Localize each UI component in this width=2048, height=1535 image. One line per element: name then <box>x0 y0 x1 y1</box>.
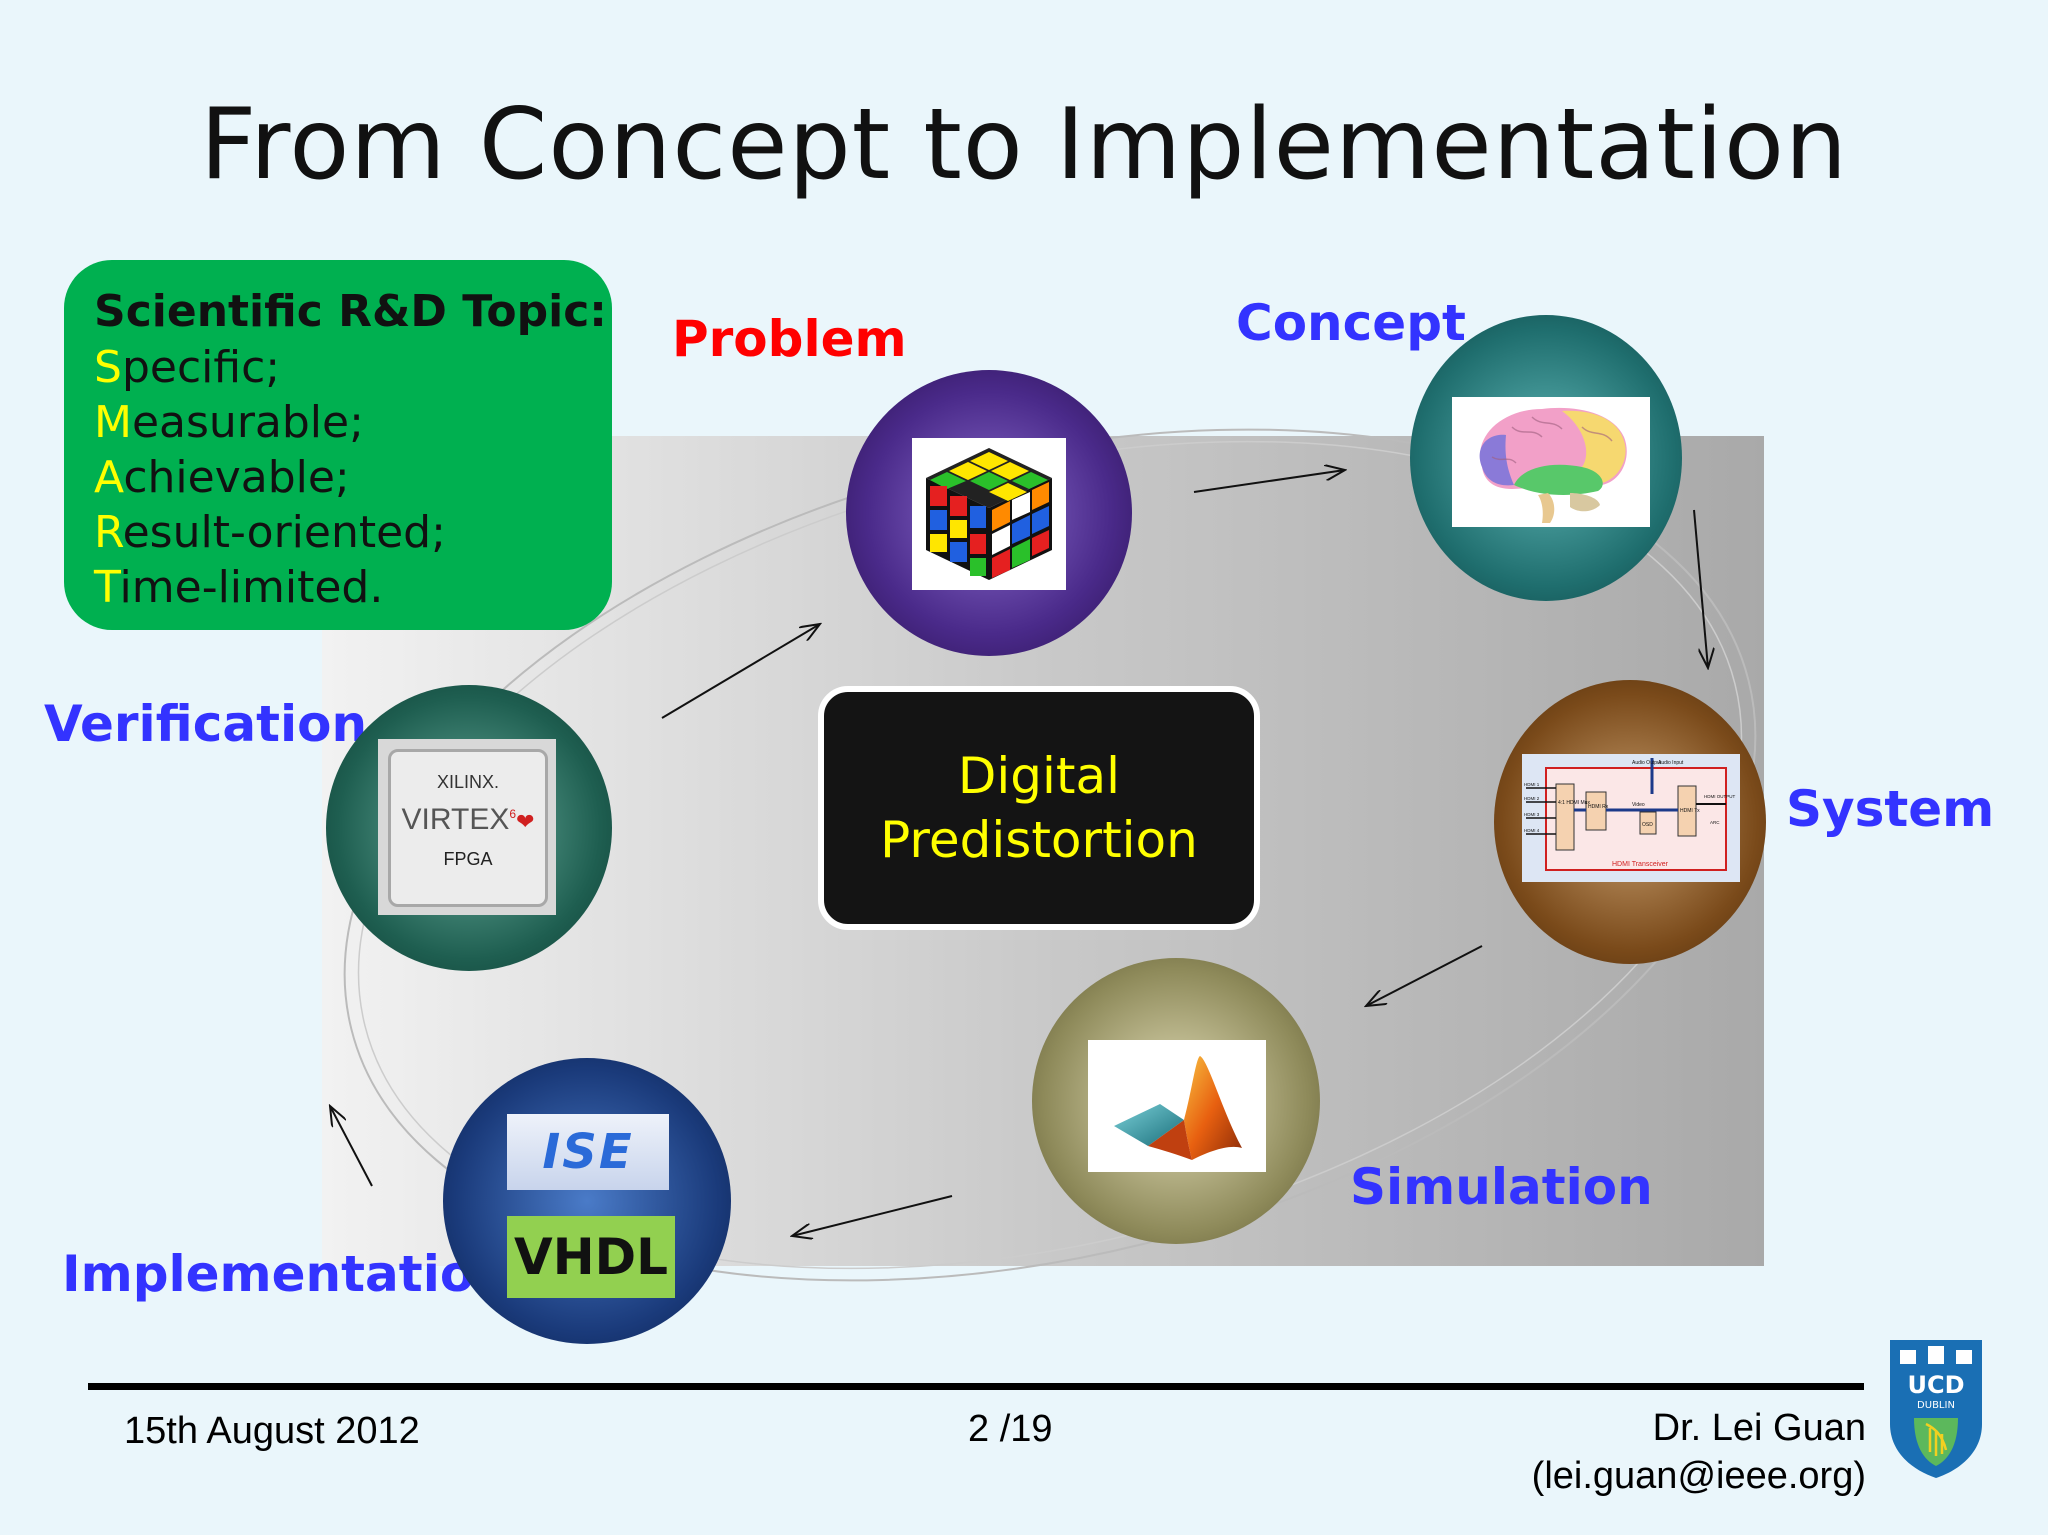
stage-label-verification: Verification <box>44 695 368 753</box>
stage-label-simulation: Simulation <box>1350 1158 1653 1216</box>
svg-text:Audio Input: Audio Input <box>1658 760 1684 766</box>
ucd-dublin-logo: UCD DUBLIN <box>1886 1338 1986 1480</box>
smart-item-time-limited: Time-limited. <box>94 562 384 613</box>
svg-text:HDMI OUTPUT: HDMI OUTPUT <box>1704 794 1735 799</box>
svg-text:OSD: OSD <box>1642 822 1653 828</box>
stage-circle-concept <box>1410 315 1682 601</box>
svg-text:UCD: UCD <box>1907 1371 1964 1399</box>
svg-text:HDMI 2: HDMI 2 <box>1524 796 1540 801</box>
author-name: Dr. Lei Guan <box>1652 1407 1866 1449</box>
smart-item-achievable: Achievable; <box>94 452 350 503</box>
arrow-system-to-simulation <box>1366 945 1483 1006</box>
stage-label-system: System <box>1786 780 1995 838</box>
center-line-2: Predistortion <box>880 811 1198 869</box>
stage-label-problem: Problem <box>672 310 907 368</box>
svg-text:HDMI 3: HDMI 3 <box>1524 812 1540 817</box>
arrow-verification-to-problem <box>661 624 820 719</box>
stage-label-implementation: Implementation <box>62 1245 510 1303</box>
brain-image <box>1452 397 1650 527</box>
stage-circle-verification: XILINX. VIRTEX6❤ FPGA <box>326 685 612 971</box>
svg-text:HDMI 1: HDMI 1 <box>1524 782 1540 787</box>
svg-text:HDMI Rx: HDMI Rx <box>1588 804 1609 810</box>
svg-text:HDMI 4: HDMI 4 <box>1524 828 1540 833</box>
digital-predistortion-box: Digital Predistortion <box>818 686 1260 930</box>
stage-circle-simulation <box>1032 958 1320 1244</box>
hdmi-transceiver-diagram: HDMI Transceiver 4:1 HDMI Mux HDMI Rx HD… <box>1522 754 1740 882</box>
vhdl-badge: VHDL <box>507 1216 675 1298</box>
rubiks-cube-image <box>912 438 1066 590</box>
slide-title: From Concept to Implementation <box>199 88 1849 202</box>
matlab-logo-image <box>1088 1040 1266 1172</box>
footer-divider <box>88 1383 1864 1390</box>
arrow-implementation-to-verification <box>330 1106 373 1187</box>
svg-text:Audio Output: Audio Output <box>1632 760 1662 766</box>
arrow-problem-to-concept <box>1193 470 1345 493</box>
svg-text:4:1 HDMI Mux: 4:1 HDMI Mux <box>1558 800 1590 806</box>
smart-heading: Scientific R&D Topic: <box>94 286 607 337</box>
stage-label-concept: Concept <box>1236 294 1466 352</box>
stage-circle-problem <box>846 370 1132 656</box>
arrow-simulation-to-implementation <box>792 1195 953 1236</box>
author-email: (lei.guan@ieee.org) <box>1531 1455 1866 1497</box>
smart-item-specific: Specific; <box>94 342 281 393</box>
smart-item-result-oriented: Result-oriented; <box>94 507 446 558</box>
center-line-1: Digital <box>957 747 1121 805</box>
svg-text:DUBLIN: DUBLIN <box>1917 1400 1955 1411</box>
ise-logo: ISE <box>507 1114 669 1190</box>
svg-text:HDMI Tx: HDMI Tx <box>1680 808 1700 814</box>
footer-date: 15th August 2012 <box>124 1410 420 1452</box>
arrow-concept-to-system <box>1693 509 1708 668</box>
stage-circle-system: HDMI Transceiver 4:1 HDMI Mux HDMI Rx HD… <box>1494 680 1766 964</box>
svg-text:ARC: ARC <box>1710 820 1720 825</box>
xilinx-virtex-chip-image: XILINX. VIRTEX6❤ FPGA <box>378 739 556 915</box>
smart-item-measurable: Measurable; <box>94 397 364 448</box>
smart-criteria-box: Scientific R&D Topic: Specific; Measurab… <box>64 260 612 630</box>
hdmi-caption: HDMI Transceiver <box>1612 861 1669 868</box>
footer-page-number: 2 /19 <box>968 1408 1053 1450</box>
svg-text:Video: Video <box>1632 802 1645 808</box>
footer-author: Dr. Lei Guan (lei.guan@ieee.org) <box>1532 1404 1866 1500</box>
stage-circle-implementation: ISE VHDL <box>443 1058 731 1344</box>
